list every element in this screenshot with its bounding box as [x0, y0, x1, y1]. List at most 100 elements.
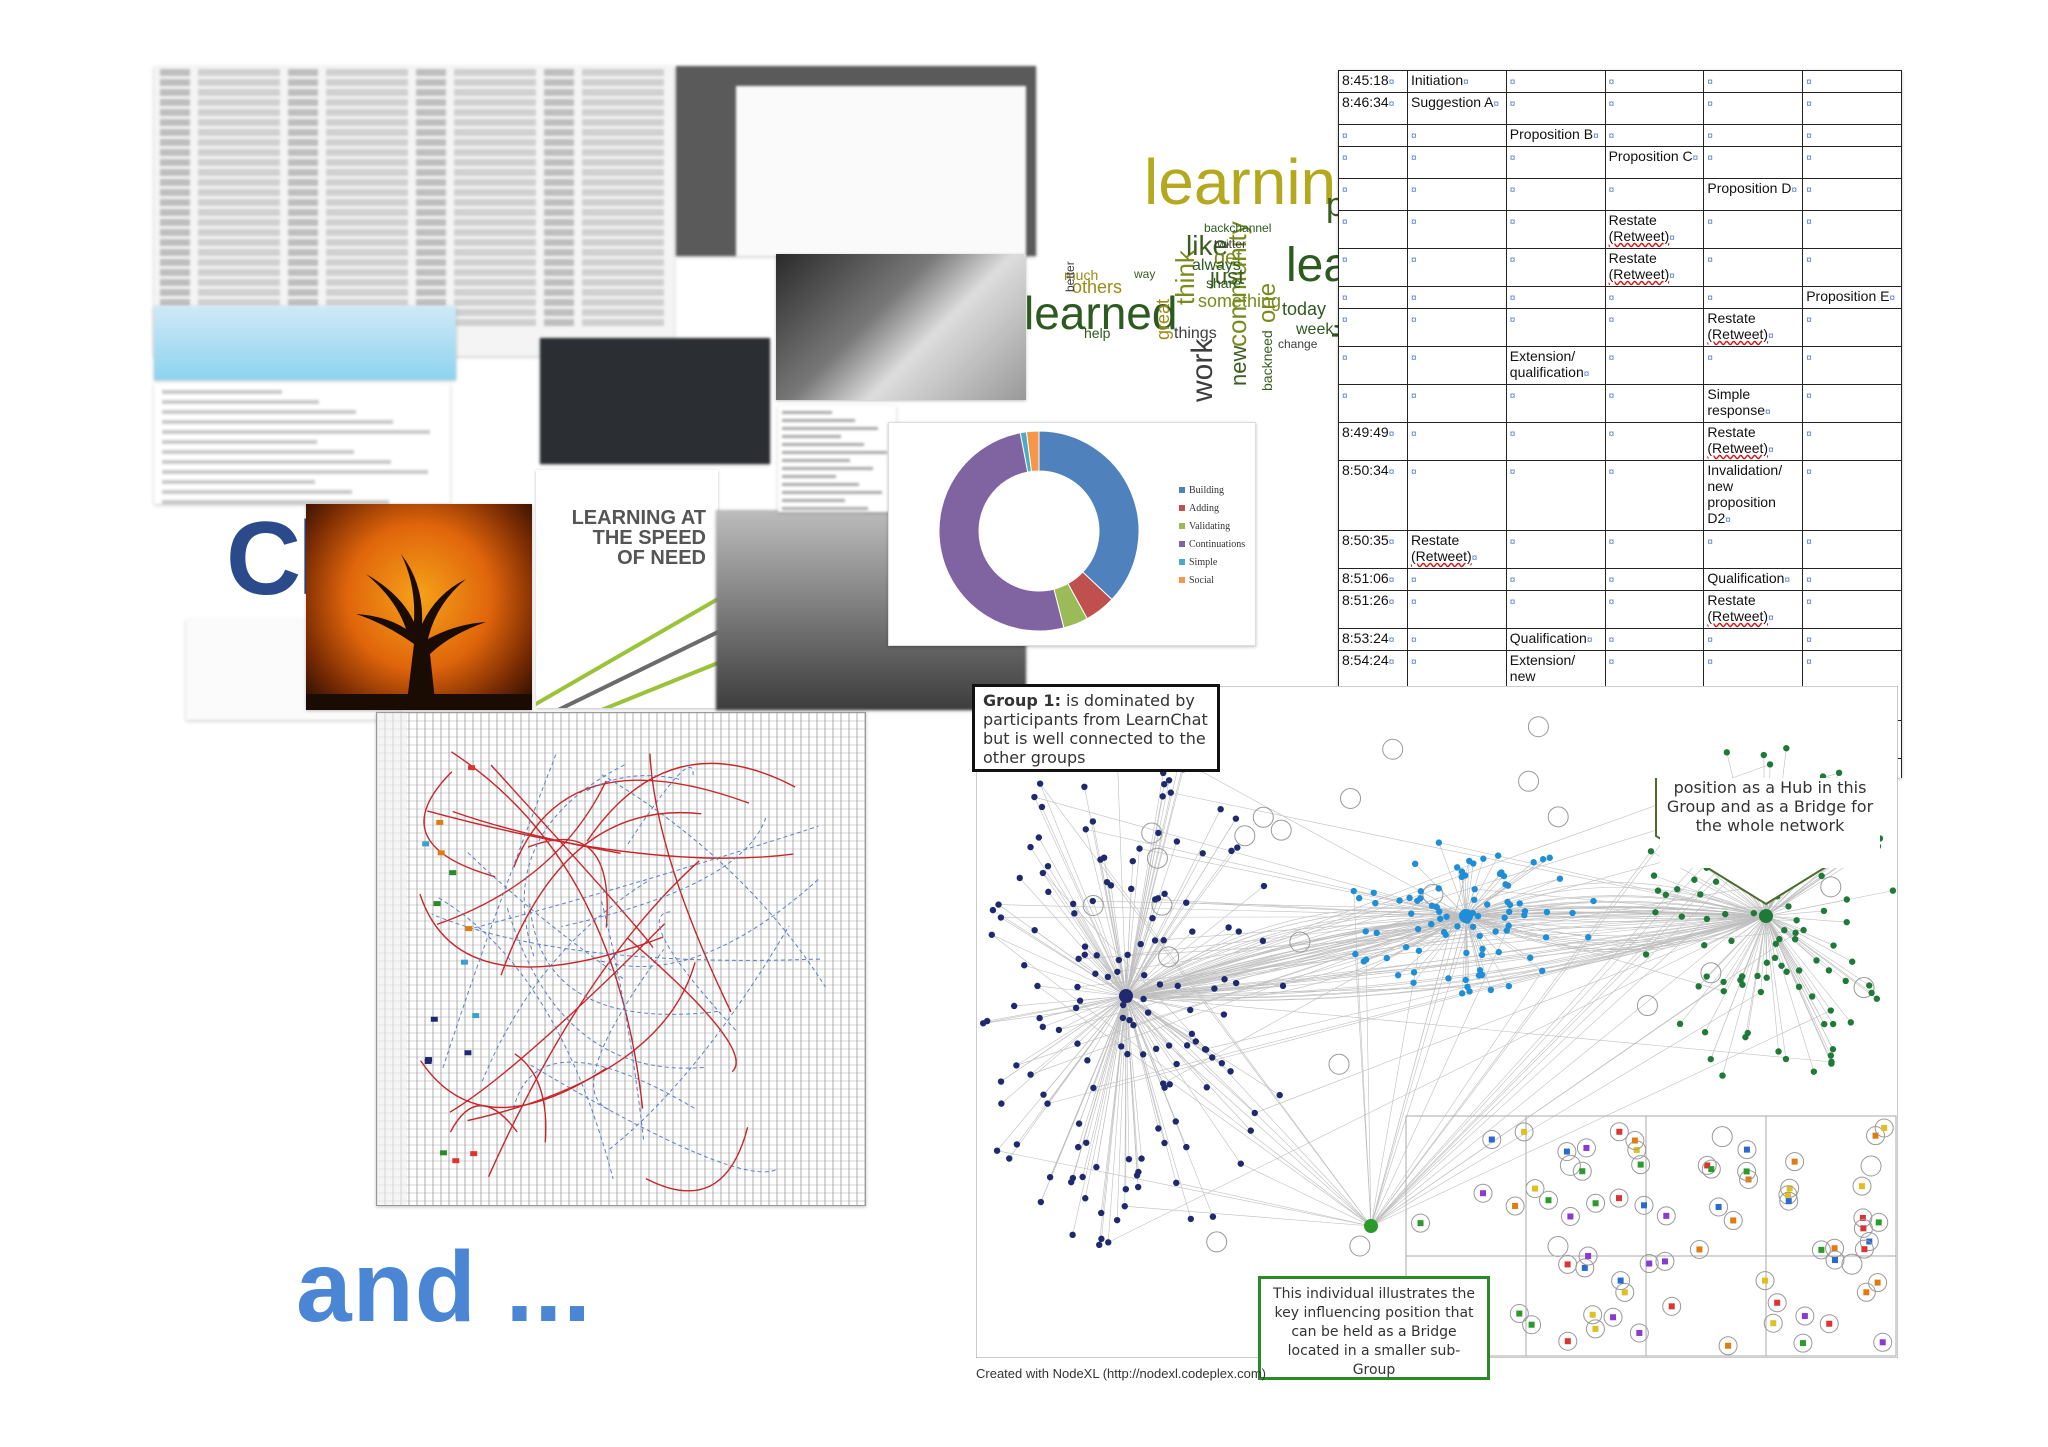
- cloud-word: just: [1210, 264, 1245, 289]
- chat-app-thumbnail: [540, 338, 770, 464]
- time-cell: 8:50:34¤: [1338, 460, 1408, 531]
- table-cell: Qualification¤: [1703, 568, 1804, 591]
- cloud-word: like: [1186, 230, 1229, 261]
- cell-marker-icon: ¤: [1768, 445, 1774, 456]
- cell-marker-icon: ¤: [1608, 99, 1615, 110]
- table-cell: Invalidation/ new proposition D2¤: [1703, 460, 1804, 531]
- table-cell: ¤: [1407, 124, 1507, 147]
- table-cell: ¤: [1604, 70, 1705, 93]
- cell-marker-icon: ¤: [1342, 153, 1348, 164]
- legend-label: Social: [1189, 575, 1214, 586]
- tree-silhouette-icon: [306, 554, 532, 710]
- cell-marker-icon: ¤: [1608, 635, 1615, 646]
- table-cell: ¤: [1703, 346, 1804, 385]
- time-cell: ¤: [1338, 146, 1408, 179]
- cell-marker-icon: ¤: [1806, 467, 1812, 478]
- cell-marker-icon: ¤: [1411, 575, 1417, 586]
- table-cell: ¤: [1407, 178, 1507, 211]
- table-row: ¤¤¤Restate (Retweet)¤¤¤: [1338, 210, 1902, 249]
- cell-marker-icon: ¤: [1411, 391, 1417, 402]
- cell-marker-icon: ¤: [1707, 293, 1713, 304]
- cell-marker-icon: ¤: [1608, 537, 1615, 548]
- retweet-tag: (Retweet): [1707, 440, 1769, 456]
- table-cell: ¤: [1505, 92, 1606, 125]
- cell-marker-icon: ¤: [1411, 353, 1417, 364]
- cell-marker-icon: ¤: [1806, 537, 1812, 548]
- table-cell: ¤: [1505, 70, 1606, 93]
- legend-swatch: [1179, 487, 1185, 493]
- table-cell: ¤: [1407, 210, 1507, 249]
- table-row: 8:50:34¤¤¤¤Invalidation/ new proposition…: [1338, 460, 1902, 531]
- cloud-word: work: [1186, 338, 1219, 402]
- table-row: ¤¤Extension/ qualification¤¤¤¤: [1338, 346, 1902, 385]
- cell-marker-icon: ¤: [1806, 131, 1812, 142]
- cell-marker-icon: ¤: [1411, 131, 1417, 142]
- cell-marker-icon: ¤: [1707, 99, 1713, 110]
- cell-marker-icon: ¤: [1411, 635, 1417, 646]
- cell-marker-icon: ¤: [1784, 575, 1790, 586]
- legend-label: Simple: [1189, 557, 1218, 568]
- table-cell: ¤: [1505, 178, 1606, 211]
- legend-item-simple: Simple: [1179, 557, 1217, 568]
- text-document-thumbnail: [778, 406, 896, 512]
- cell-marker-icon: ¤: [1608, 185, 1615, 196]
- cell-marker-icon: ¤: [1411, 153, 1417, 164]
- table-cell: ¤: [1703, 124, 1804, 147]
- cell-marker-icon: ¤: [1608, 315, 1615, 326]
- table-cell: ¤: [1604, 92, 1705, 125]
- table-cell: ¤: [1407, 422, 1507, 461]
- table-cell: ¤: [1604, 286, 1705, 309]
- cell-marker-icon: ¤: [1509, 217, 1516, 228]
- table-cell: Proposition C¤: [1604, 146, 1705, 179]
- cell-marker-icon: ¤: [1509, 597, 1516, 608]
- legend-swatch: [1179, 541, 1185, 547]
- cloud-word: change: [1278, 337, 1318, 351]
- table-cell: ¤: [1604, 346, 1705, 385]
- cell-marker-icon: ¤: [1509, 77, 1516, 88]
- table-cell: ¤: [1407, 628, 1507, 651]
- table-cell: ¤: [1505, 210, 1606, 249]
- table-cell: ¤: [1505, 530, 1606, 569]
- table-cell: ¤: [1604, 384, 1705, 423]
- cell-marker-icon: ¤: [1593, 131, 1599, 142]
- bridge-callout: This individual illustrates the key infl…: [1258, 1276, 1490, 1380]
- cloud-word: help: [1084, 325, 1111, 341]
- table-cell: Restate (Retweet)¤: [1604, 248, 1705, 287]
- cloud-word: one: [1254, 282, 1281, 323]
- cell-marker-icon: ¤: [1707, 217, 1713, 228]
- table-cell: ¤: [1407, 460, 1507, 531]
- cell-marker-icon: ¤: [1342, 185, 1348, 196]
- cell-marker-icon: ¤: [1806, 429, 1812, 440]
- legend-item-continuations: Continuations: [1179, 539, 1245, 550]
- book-title: LEARNING AT THE SPEED OF NEED: [571, 507, 706, 569]
- table-cell: ¤: [1703, 530, 1804, 569]
- cell-marker-icon: ¤: [1388, 77, 1395, 88]
- cloud-word: week: [1296, 321, 1334, 338]
- cell-marker-icon: ¤: [1493, 99, 1500, 110]
- time-cell: 8:51:06¤: [1338, 568, 1408, 591]
- cell-marker-icon: ¤: [1768, 331, 1774, 342]
- cell-marker-icon: ¤: [1608, 391, 1615, 402]
- table-row: ¤¤¤Restate (Retweet)¤¤¤: [1338, 248, 1902, 287]
- cell-marker-icon: ¤: [1411, 429, 1417, 440]
- table-cell: ¤: [1407, 568, 1507, 591]
- table-cell: ¤: [1604, 308, 1705, 347]
- cell-marker-icon: ¤: [1669, 233, 1675, 244]
- donut-chart: [938, 430, 1140, 632]
- cell-marker-icon: ¤: [1509, 575, 1516, 586]
- group1-label: Group 1:: [983, 691, 1061, 710]
- cell-marker-icon: ¤: [1509, 429, 1516, 440]
- table-cell: ¤: [1802, 308, 1902, 347]
- cloud-word: way: [1134, 267, 1156, 281]
- time-cell: 8:53:24¤: [1338, 628, 1408, 651]
- cell-marker-icon: ¤: [1509, 185, 1516, 196]
- cell-marker-icon: ¤: [1608, 353, 1615, 364]
- cloud-word: today: [1282, 299, 1327, 319]
- cell-marker-icon: ¤: [1806, 391, 1812, 402]
- time-cell: ¤: [1338, 248, 1408, 287]
- cell-marker-icon: ¤: [1707, 131, 1713, 142]
- time-cell: 8:50:35¤: [1338, 530, 1408, 569]
- cloud-word: backchannel: [1204, 221, 1272, 235]
- cell-marker-icon: ¤: [1806, 597, 1812, 608]
- table-cell: ¤: [1802, 530, 1902, 569]
